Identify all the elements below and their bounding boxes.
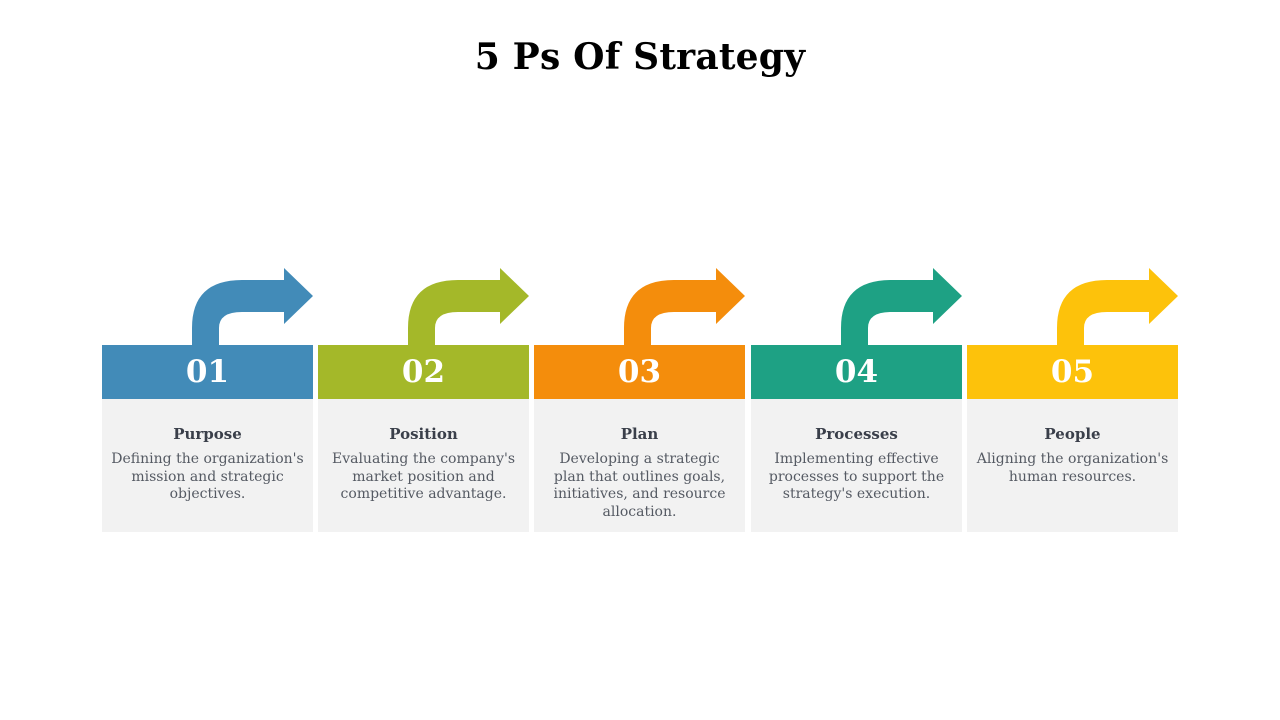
turn-arrow-icon — [841, 268, 962, 346]
step-card: Position Evaluating the company's market… — [318, 399, 529, 532]
step-description: Implementing effective processes to supp… — [768, 451, 945, 502]
step-card: Processes Implementing effective process… — [751, 399, 962, 532]
step-card: People Aligning the organization's human… — [967, 399, 1178, 532]
step-number: 01 — [185, 354, 230, 390]
step-1: 01 Purpose Defining the organization's m… — [102, 266, 313, 534]
turn-arrow-icon — [1057, 268, 1178, 346]
step-description: Defining the organization's mission and … — [111, 451, 304, 502]
arrow-shape — [1057, 268, 1178, 346]
step-description: Evaluating the company's market position… — [331, 451, 516, 502]
step-title: Position — [389, 425, 458, 443]
arrow-shape — [841, 268, 962, 346]
step-3: 03 Plan Developing a strategic plan that… — [534, 266, 745, 534]
steps-diagram: 01 Purpose Defining the organization's m… — [102, 266, 1180, 536]
step-description: Developing a strategic plan that outline… — [553, 451, 726, 520]
turn-arrow-icon — [192, 268, 313, 346]
step-number-bar: 04 — [751, 345, 962, 399]
step-4: 04 Processes Implementing effective proc… — [751, 266, 962, 534]
step-5: 05 People Aligning the organization's hu… — [967, 266, 1178, 534]
step-title: Purpose — [173, 425, 242, 443]
step-number-bar: 01 — [102, 345, 313, 399]
step-title: Plan — [620, 425, 659, 443]
step-title: People — [1044, 425, 1101, 443]
arrow-shape — [408, 268, 529, 346]
arrow-shape — [624, 268, 745, 346]
step-description: Aligning the organization's human resour… — [976, 451, 1169, 485]
step-number: 05 — [1050, 354, 1095, 390]
page-title: 5 Ps Of Strategy — [474, 36, 806, 78]
turn-arrow-icon — [408, 268, 529, 346]
step-title: Processes — [815, 425, 898, 443]
step-card: Purpose Defining the organization's miss… — [102, 399, 313, 532]
step-number: 02 — [401, 354, 446, 390]
step-card: Plan Developing a strategic plan that ou… — [534, 399, 745, 532]
step-2: 02 Position Evaluating the company's mar… — [318, 266, 529, 534]
step-number-bar: 03 — [534, 345, 745, 399]
turn-arrow-icon — [624, 268, 745, 346]
arrow-shape — [192, 268, 313, 346]
step-number-bar: 02 — [318, 345, 529, 399]
step-number-bar: 05 — [967, 345, 1178, 399]
step-number: 04 — [834, 354, 879, 390]
step-number: 03 — [617, 354, 662, 390]
